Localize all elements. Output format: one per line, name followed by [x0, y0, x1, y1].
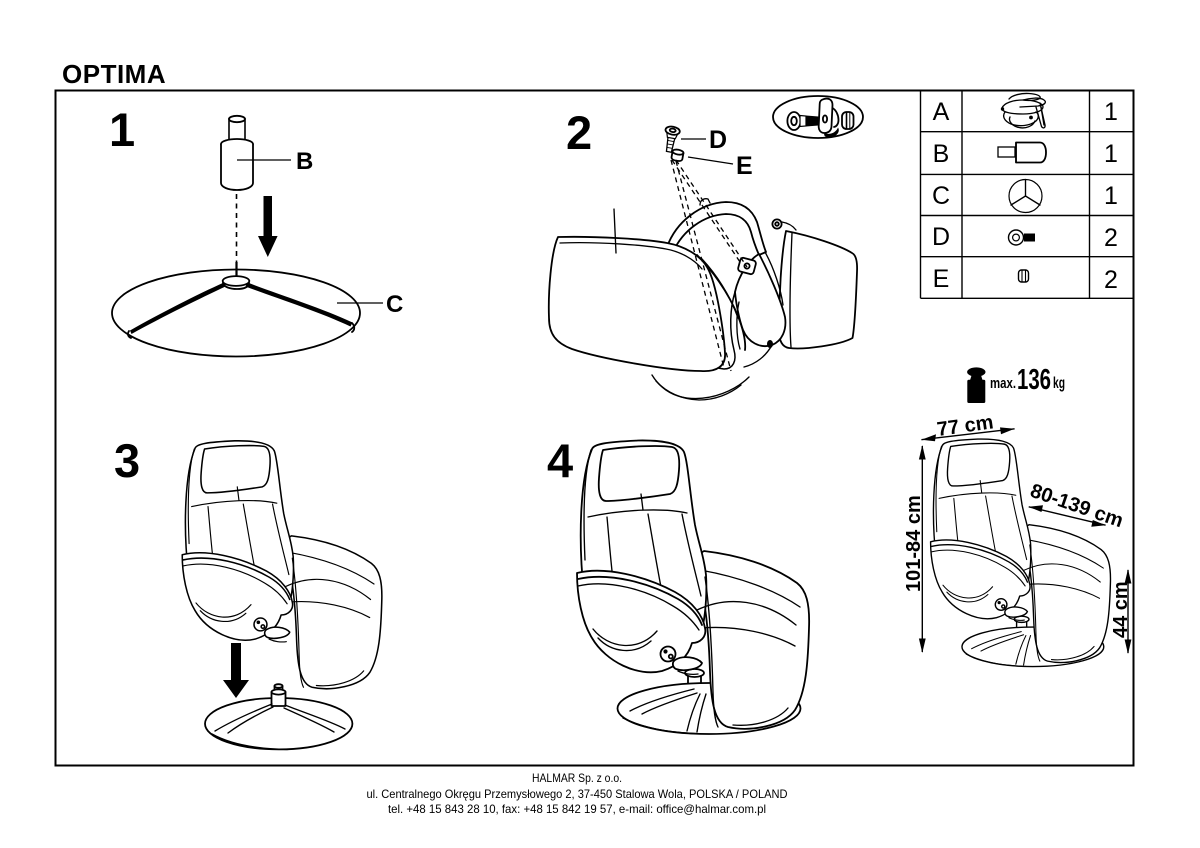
- svg-text:1: 1: [1104, 98, 1118, 126]
- svg-text:E: E: [736, 152, 753, 180]
- svg-text:1: 1: [1104, 182, 1118, 210]
- svg-text:max.: max.: [990, 375, 1016, 392]
- svg-text:136: 136: [1017, 364, 1051, 396]
- svg-text:101-84 cm: 101-84 cm: [903, 495, 925, 592]
- svg-text:ul. Centralnego Okręgu Przemys: ul. Centralnego Okręgu Przemysłowego 2, …: [367, 787, 788, 801]
- svg-text:3: 3: [114, 434, 140, 487]
- svg-text:B: B: [933, 140, 950, 168]
- svg-text:OPTIMA: OPTIMA: [62, 59, 166, 89]
- svg-text:4: 4: [547, 434, 573, 487]
- svg-text:tel. +48 15 843 28 10, fax: +4: tel. +48 15 843 28 10, fax: +48 15 842 1…: [388, 802, 766, 816]
- svg-text:HALMAR Sp. z o.o.: HALMAR Sp. z o.o.: [532, 771, 622, 785]
- svg-text:44 cm: 44 cm: [1110, 581, 1132, 638]
- svg-text:C: C: [386, 291, 403, 318]
- svg-text:2: 2: [1104, 224, 1118, 252]
- svg-text:E: E: [933, 265, 950, 293]
- svg-text:1: 1: [109, 103, 135, 156]
- svg-text:A: A: [933, 98, 950, 126]
- svg-text:kg: kg: [1053, 375, 1065, 392]
- svg-text:D: D: [932, 223, 950, 251]
- svg-text:2: 2: [1104, 266, 1118, 294]
- svg-text:B: B: [296, 148, 313, 175]
- svg-text:C: C: [932, 182, 950, 210]
- svg-text:D: D: [709, 126, 727, 154]
- svg-text:2: 2: [566, 106, 592, 159]
- svg-text:1: 1: [1104, 140, 1118, 168]
